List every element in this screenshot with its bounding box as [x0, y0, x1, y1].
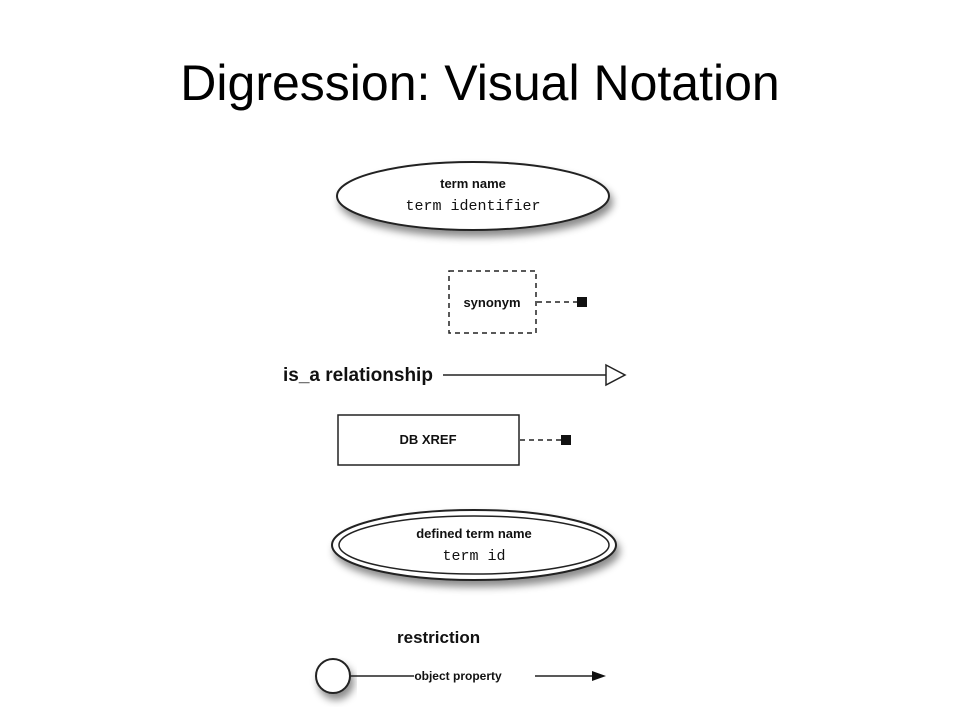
restriction-circle: [315, 658, 351, 694]
is-a-hollow-arrowhead: [605, 363, 627, 387]
xref-node: DB XREF: [337, 414, 571, 466]
is-a-relationship: is_a relationship: [283, 363, 627, 387]
defined-term-node: defined term name term id: [331, 509, 617, 581]
term-identifier-label: term identifier: [405, 198, 540, 215]
xref-box: [337, 414, 520, 466]
restriction-notation: restriction object property: [315, 628, 606, 694]
term-ellipse: [336, 161, 610, 231]
defined-term-name-label: defined term name: [416, 526, 532, 541]
synonym-node: synonym: [448, 270, 587, 334]
term-node: term name term identifier: [336, 161, 610, 231]
slide-title: Digression: Visual Notation: [180, 55, 780, 111]
defined-term-inner-ellipse: [338, 515, 610, 575]
synonym-label: synonym: [463, 295, 520, 310]
xref-label: DB XREF: [399, 432, 456, 447]
restriction-heading: restriction: [397, 628, 480, 647]
object-property-arrowhead: [592, 671, 606, 681]
synonym-box: [448, 270, 537, 334]
xref-end-square: [561, 435, 571, 445]
term-name-label: term name: [440, 176, 506, 191]
defined-term-id-label: term id: [442, 548, 505, 565]
is-a-label: is_a relationship: [283, 365, 433, 386]
synonym-end-square: [577, 297, 587, 307]
defined-term-outer-ellipse: [331, 509, 617, 581]
object-property-label: object property: [414, 669, 502, 683]
